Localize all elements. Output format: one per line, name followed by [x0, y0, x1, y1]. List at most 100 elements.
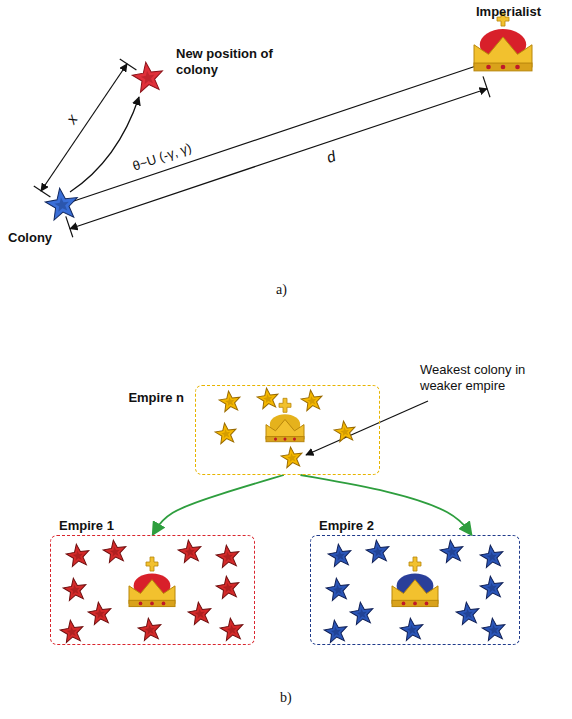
- dimension-tick: [483, 76, 490, 97]
- colony-star: [177, 539, 203, 564]
- crown-jewel: [293, 438, 296, 441]
- annotation-label: New position of colony: [176, 46, 280, 77]
- star-shade: [330, 626, 342, 637]
- empire-heading: Empire n: [128, 390, 184, 405]
- crown-band: [266, 437, 304, 442]
- crown-jewel: [402, 602, 406, 606]
- star-body: [87, 601, 113, 626]
- transfer-arrow: [300, 475, 471, 535]
- star-body: [455, 601, 481, 626]
- colony-star: [219, 617, 245, 642]
- star-shade: [109, 546, 121, 557]
- dimension-tick: [120, 59, 137, 70]
- star-body: [44, 186, 80, 221]
- star-body: [215, 544, 241, 569]
- annotation-label: θ~U (-γ, γ): [130, 140, 193, 174]
- star-shade: [66, 626, 78, 637]
- star-body: [300, 389, 323, 412]
- crown-jewel: [139, 602, 143, 606]
- colony-star: [439, 539, 465, 564]
- crown-cross: [409, 557, 421, 571]
- empire-box: Empire 2: [310, 535, 520, 645]
- empire-box: Empire 1: [50, 535, 255, 645]
- colony-star: [349, 601, 375, 626]
- colony-star: [323, 619, 349, 644]
- crown-jewel: [162, 602, 166, 606]
- star-shade: [446, 546, 458, 557]
- colony-star: [131, 60, 165, 93]
- dimension-tick: [66, 216, 73, 237]
- star-body: [256, 387, 279, 410]
- colony-star: [365, 539, 391, 564]
- star-body: [325, 577, 351, 602]
- star-shade: [144, 624, 156, 635]
- colony-star: [455, 601, 481, 626]
- crown-jewel: [486, 65, 491, 70]
- colony-star: [187, 601, 213, 626]
- distance-line: [62, 65, 479, 205]
- colony-star: [87, 601, 113, 626]
- annotation-label: Colony: [8, 230, 52, 246]
- star-shade: [462, 608, 474, 619]
- star-shade: [334, 550, 346, 561]
- star-body: [62, 577, 88, 602]
- crown-band: [474, 63, 532, 71]
- crown-cross: [279, 398, 291, 412]
- crown-icon: [129, 557, 175, 607]
- star-body: [131, 60, 165, 93]
- star-body: [481, 617, 507, 642]
- dimension-tick: [34, 186, 51, 197]
- colony-star: [65, 543, 91, 568]
- colony-star: [280, 446, 303, 469]
- star-body: [218, 390, 241, 413]
- annotation-label: x: [62, 111, 81, 127]
- star-shade: [226, 624, 238, 635]
- colony-star: [256, 387, 279, 410]
- crown-band: [129, 600, 175, 606]
- star-shade: [194, 608, 206, 619]
- crown-icon: [474, 12, 532, 71]
- leader-arrow: [306, 401, 428, 455]
- star-body: [65, 543, 91, 568]
- colony-star: [327, 543, 353, 568]
- crown-band: [392, 600, 438, 606]
- empire-box: Empire n: [195, 385, 380, 475]
- empire-heading: Empire 1: [59, 518, 114, 533]
- crown-jewel: [274, 438, 277, 441]
- star-shade: [94, 608, 106, 619]
- star-shade: [72, 550, 84, 561]
- star-body: [59, 619, 85, 644]
- star-body: [177, 539, 203, 564]
- star-body: [187, 601, 213, 626]
- colony-star: [137, 617, 163, 642]
- panel-label: b): [280, 690, 292, 707]
- colony-star: [62, 577, 88, 602]
- colony-star: [59, 619, 85, 644]
- dimension-arrow: [41, 64, 127, 191]
- panel-label: a): [276, 282, 287, 299]
- crown-jewel: [413, 602, 417, 606]
- transfer-arrow: [153, 475, 284, 535]
- star-body: [399, 617, 425, 642]
- empire-heading: Empire 2: [319, 518, 374, 533]
- star-body: [439, 539, 465, 564]
- star-body: [323, 619, 349, 644]
- star-body: [137, 617, 163, 642]
- star-body: [327, 543, 353, 568]
- star-shade: [69, 584, 81, 595]
- crown-jewel: [283, 438, 286, 441]
- crown-jewel: [501, 65, 506, 70]
- star-shade: [184, 546, 196, 557]
- star-shade: [372, 546, 384, 557]
- crown-cross: [146, 557, 158, 571]
- move-arrow: [70, 97, 139, 192]
- crown-jewel: [515, 65, 520, 70]
- star-body: [102, 539, 128, 564]
- crown-jewel: [150, 602, 154, 606]
- star-shade: [486, 582, 498, 593]
- star-shade: [307, 395, 318, 405]
